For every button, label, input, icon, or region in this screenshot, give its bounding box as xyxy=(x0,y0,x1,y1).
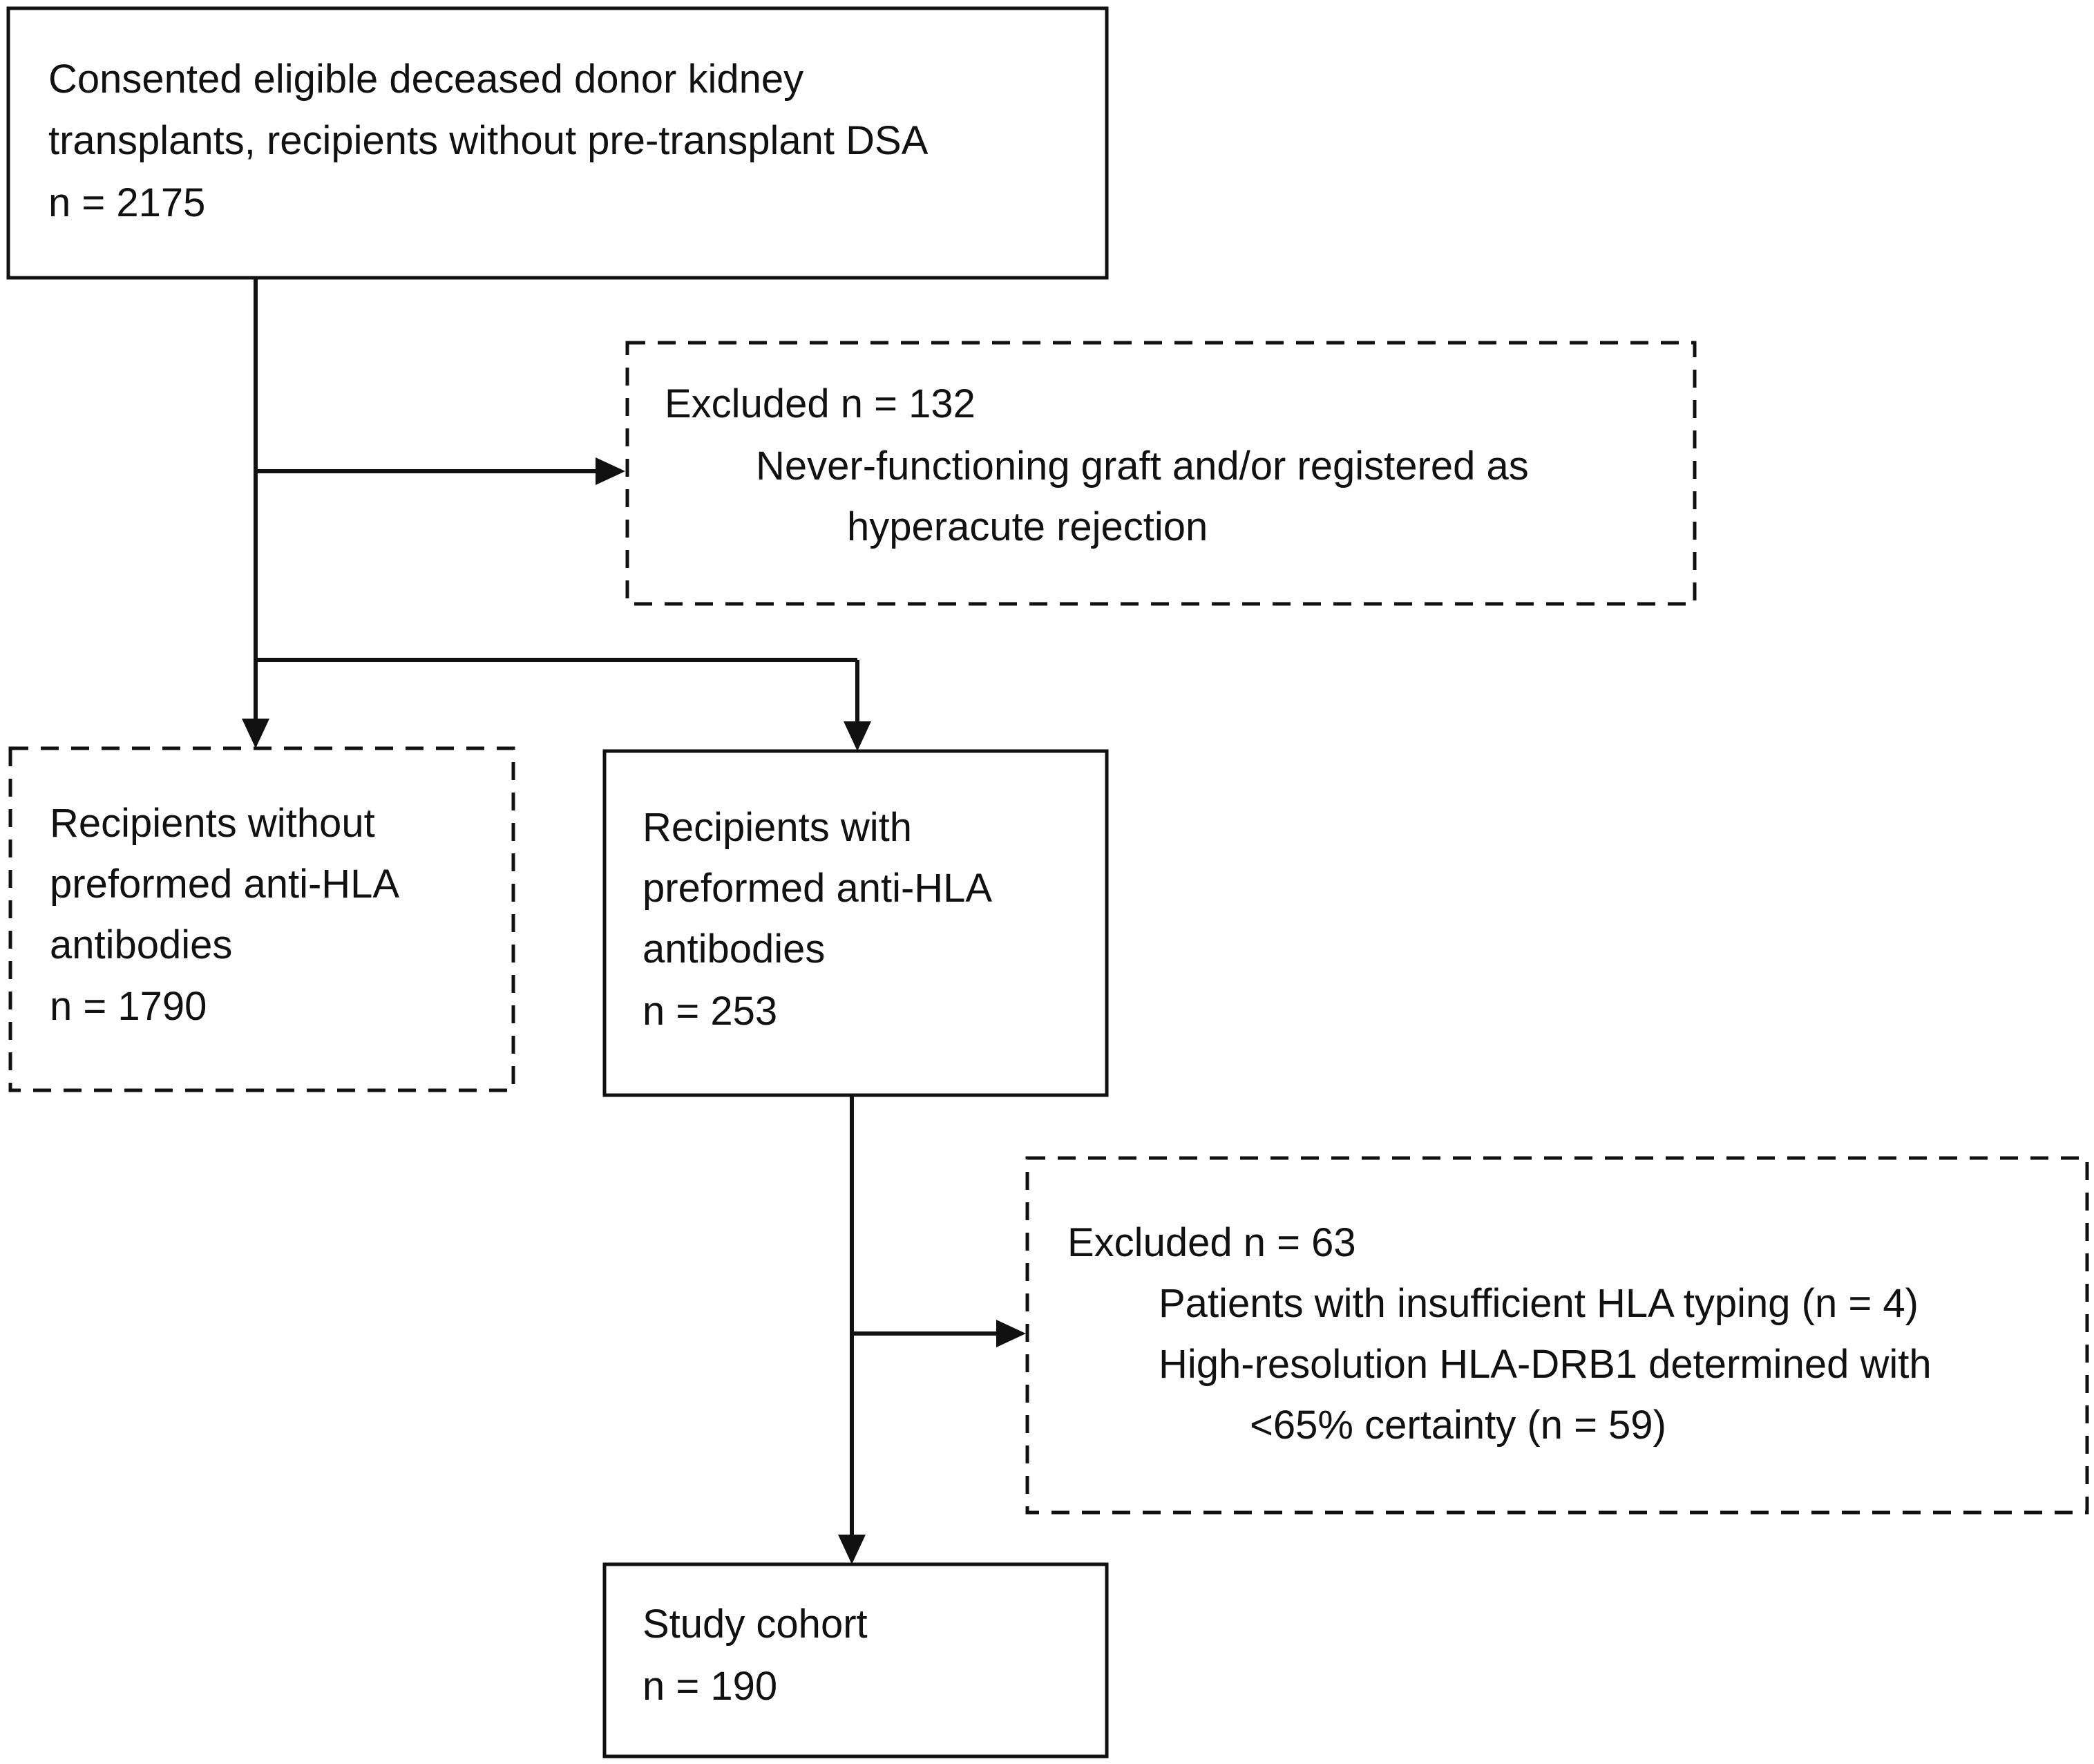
arrowhead-excluded-2 xyxy=(996,1320,1026,1347)
arrowhead-excluded-1 xyxy=(596,457,625,485)
without-antibodies-box: Recipients without preformed anti-HLA an… xyxy=(10,748,513,1090)
without-antibodies-line-3: antibodies xyxy=(50,922,233,967)
excluded-box-2-line-4: <65% certainty (n = 59) xyxy=(1250,1403,1666,1448)
excluded-box-1-line-1: Excluded n = 132 xyxy=(665,381,975,426)
excluded-box-2-line-2: Patients with insufficient HLA typing (n… xyxy=(1159,1281,1919,1326)
top-box-line-3: n = 2175 xyxy=(48,180,206,225)
excluded-box-2-line-1: Excluded n = 63 xyxy=(1067,1220,1356,1265)
without-antibodies-line-1: Recipients without xyxy=(50,801,375,846)
study-cohort-box: Study cohort n = 190 xyxy=(605,1564,1107,1756)
with-antibodies-line-3: antibodies xyxy=(643,927,826,971)
top-box-border xyxy=(6,6,1109,280)
with-antibodies-box-border xyxy=(602,749,1109,1097)
excluded-box-2-line-3: High-resolution HLA-DRB1 determined with xyxy=(1159,1342,1932,1387)
without-antibodies-box-border xyxy=(8,746,515,1092)
with-antibodies-line-4: n = 253 xyxy=(643,989,778,1034)
arrowhead-with-antibodies xyxy=(844,721,871,751)
excluded-box-1-line-2: Never-functioning graft and/or registere… xyxy=(756,444,1529,489)
excluded-box-1: Excluded n = 132 Never-functioning graft… xyxy=(627,343,1695,604)
study-cohort-line-2: n = 190 xyxy=(643,1664,778,1709)
excluded-box-2: Excluded n = 63 Patients with insufficie… xyxy=(1027,1158,2087,1512)
excluded-box-1-border xyxy=(625,341,1697,606)
with-antibodies-line-2: preformed anti-HLA xyxy=(643,866,993,911)
top-box: Consented eligible deceased donor kidney… xyxy=(8,8,1107,278)
arrowhead-study-cohort xyxy=(838,1535,866,1564)
without-antibodies-line-2: preformed anti-HLA xyxy=(50,862,400,907)
excluded-box-1-line-3: hyperacute rejection xyxy=(847,504,1208,549)
with-antibodies-box: Recipients with preformed anti-HLA antib… xyxy=(605,751,1107,1095)
without-antibodies-line-4: n = 1790 xyxy=(50,984,207,1029)
top-box-line-1: Consented eligible deceased donor kidney xyxy=(48,57,804,102)
top-box-line-2: transplants, recipients without pre-tran… xyxy=(48,118,929,163)
study-cohort-box-border xyxy=(602,1562,1109,1758)
arrowhead-without-antibodies xyxy=(242,719,269,748)
with-antibodies-line-1: Recipients with xyxy=(643,805,913,850)
excluded-box-2-border xyxy=(1025,1156,2089,1515)
study-cohort-line-1: Study cohort xyxy=(643,1602,868,1647)
